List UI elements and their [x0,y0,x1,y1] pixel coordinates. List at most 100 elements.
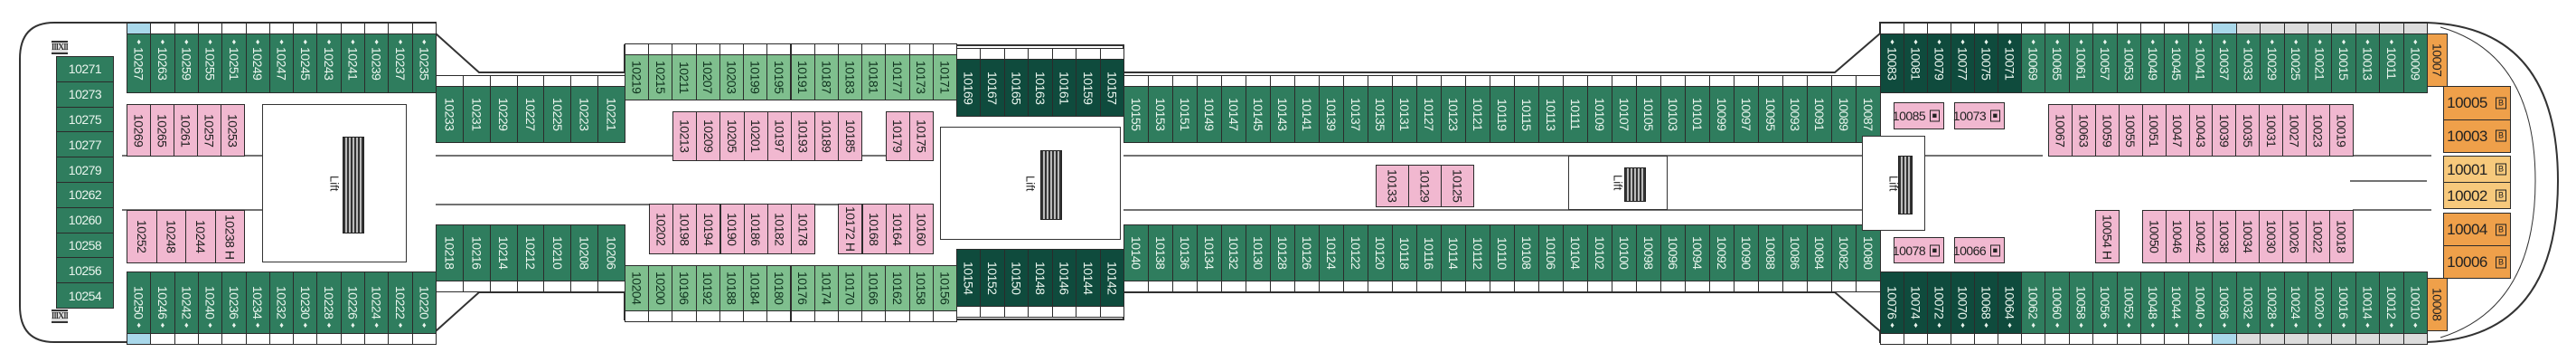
cabin-10111[interactable]: 10111 [1563,86,1588,143]
cabin-10279[interactable]: 10279 [56,157,114,183]
cabin-10034[interactable]: 10034 [2235,210,2261,263]
cabin-10045[interactable]: 10045♦ [2164,33,2189,93]
cabin-10089[interactable]: 10089 [1831,86,1857,143]
cabin-10265[interactable]: 10265 [150,104,174,157]
cabin-10156[interactable]: 10156 [932,265,957,311]
cabin-10227[interactable]: 10227 [516,86,545,143]
cabin-10119[interactable]: 10119 [1490,86,1515,143]
cabin-10244[interactable]: 10244 [185,210,216,263]
cabin-10085[interactable]: 10085■ [1893,102,1944,129]
cabin-10116[interactable]: 10116 [1416,224,1442,281]
cabin-10242[interactable]: 10242♦ [174,272,199,334]
cabin-10175[interactable]: 10175 [908,111,934,161]
cabin-10231[interactable]: 10231 [462,86,491,143]
cabin-10141[interactable]: 10141 [1294,86,1320,143]
cabin-10134[interactable]: 10134 [1197,224,1222,281]
cabin-10258[interactable]: 10258 [56,232,114,259]
cabin-10185[interactable]: 10185 [838,111,863,161]
cabin-10170[interactable]: 10170 [837,265,863,311]
cabin-10021[interactable]: 10021♦ [2307,33,2333,93]
cabin-10010[interactable]: 10010♦ [2402,272,2428,334]
cabin-10209[interactable]: 10209 [696,111,721,161]
cabin-10036[interactable]: 10036♦ [2212,272,2237,334]
cabin-10104[interactable]: 10104 [1563,224,1588,281]
cabin-10180[interactable]: 10180 [766,265,792,311]
cabin-10177[interactable]: 10177 [885,54,910,100]
cabin-10201[interactable]: 10201 [743,111,768,161]
cabin-10092[interactable]: 10092 [1709,224,1735,281]
cabin-10107[interactable]: 10107 [1612,86,1637,143]
cabin-10206[interactable]: 10206 [597,224,625,281]
cabin-10067[interactable]: 10067 [2048,104,2073,157]
cabin-10275[interactable]: 10275 [56,106,114,133]
cabin-10047[interactable]: 10047 [2165,104,2190,157]
cabin-10018[interactable]: 10018 [2329,210,2354,263]
cabin-10144[interactable]: 10144 [1076,249,1101,307]
cabin-10012[interactable]: 10012♦ [2379,272,2404,334]
cabin-10115[interactable]: 10115 [1514,86,1539,143]
cabin-10023[interactable]: 10023 [2306,104,2331,157]
cabin-10173[interactable]: 10173 [908,54,934,100]
cabin-10215[interactable]: 10215 [648,54,673,100]
cabin-10077[interactable]: 10077♦ [1951,33,1975,93]
cabin-10096[interactable]: 10096 [1660,224,1686,281]
cabin-10233[interactable]: 10233 [436,86,464,143]
cabin-10114[interactable]: 10114 [1441,224,1466,281]
cabin-10032[interactable]: 10032♦ [2235,272,2261,334]
cabin-10182[interactable]: 10182 [766,204,792,254]
cabin-10255[interactable]: 10255♦ [197,33,223,93]
cabin-10124[interactable]: 10124 [1319,224,1344,281]
cabin-10037[interactable]: 10037♦ [2212,33,2237,93]
cabin-10228[interactable]: 10228♦ [316,272,342,334]
cabin-10099[interactable]: 10099 [1709,86,1735,143]
cabin-10061[interactable]: 10061♦ [2068,33,2094,93]
cabin-10146[interactable]: 10146 [1051,249,1077,307]
cabin-10091[interactable]: 10091 [1807,86,1832,143]
cabin-10035[interactable]: 10035 [2235,104,2261,157]
cabin-10135[interactable]: 10135 [1368,86,1393,143]
cabin-10123[interactable]: 10123 [1441,86,1466,143]
cabin-10223[interactable]: 10223 [570,86,599,143]
cabin-10078[interactable]: 10078■ [1893,237,1944,263]
cabin-10062[interactable]: 10062♦ [2021,272,2046,334]
cabin-10191[interactable]: 10191 [790,54,815,100]
cabin-10007[interactable]: 10007 [2427,33,2448,87]
cabin-10237[interactable]: 10237♦ [388,33,413,93]
cabin-10026[interactable]: 10026 [2282,210,2308,263]
cabin-10259[interactable]: 10259♦ [174,33,199,93]
cabin-10229[interactable]: 10229 [489,86,518,143]
cabin-10192[interactable]: 10192 [695,265,720,311]
cabin-10066[interactable]: 10066■ [1953,237,2005,263]
cabin-10133[interactable]: 10133 [1376,165,1409,207]
cabin-10161[interactable]: 10161 [1051,59,1077,117]
cabin-10239[interactable]: 10239♦ [364,33,390,93]
cabin-10212[interactable]: 10212 [516,224,545,281]
cabin-10055[interactable]: 10055 [2118,104,2143,157]
cabin-10120[interactable]: 10120 [1368,224,1393,281]
cabin-10179[interactable]: 10179 [885,111,910,161]
cabin-10273[interactable]: 10273 [56,81,114,108]
cabin-10131[interactable]: 10131 [1392,86,1417,143]
cabin-10211[interactable]: 10211 [672,54,697,100]
cabin-10198[interactable]: 10198 [672,204,698,254]
cabin-10235[interactable]: 10235♦ [411,33,437,93]
cabin-10086[interactable]: 10086 [1782,224,1808,281]
cabin-10216[interactable]: 10216 [462,224,491,281]
cabin-10029[interactable]: 10029♦ [2260,33,2285,93]
cabin-10028[interactable]: 10028♦ [2260,272,2285,334]
cabin-10174[interactable]: 10174 [813,265,839,311]
cabin-10011[interactable]: 10011♦ [2379,33,2404,93]
cabin-10106[interactable]: 10106 [1538,224,1564,281]
cabin-10214[interactable]: 10214 [489,224,518,281]
cabin-10168[interactable]: 10168 [861,204,887,254]
cabin-10075[interactable]: 10075♦ [1974,33,1998,93]
cabin-10162[interactable]: 10162 [885,265,910,311]
cabin-10155[interactable]: 10155 [1123,86,1149,143]
cabin-10130[interactable]: 10130 [1246,224,1271,281]
cabin-10210[interactable]: 10210 [543,224,572,281]
cabin-10122[interactable]: 10122 [1343,224,1368,281]
cabin-10103[interactable]: 10103 [1660,86,1686,143]
cabin-10074[interactable]: 10074♦ [1904,272,1928,334]
